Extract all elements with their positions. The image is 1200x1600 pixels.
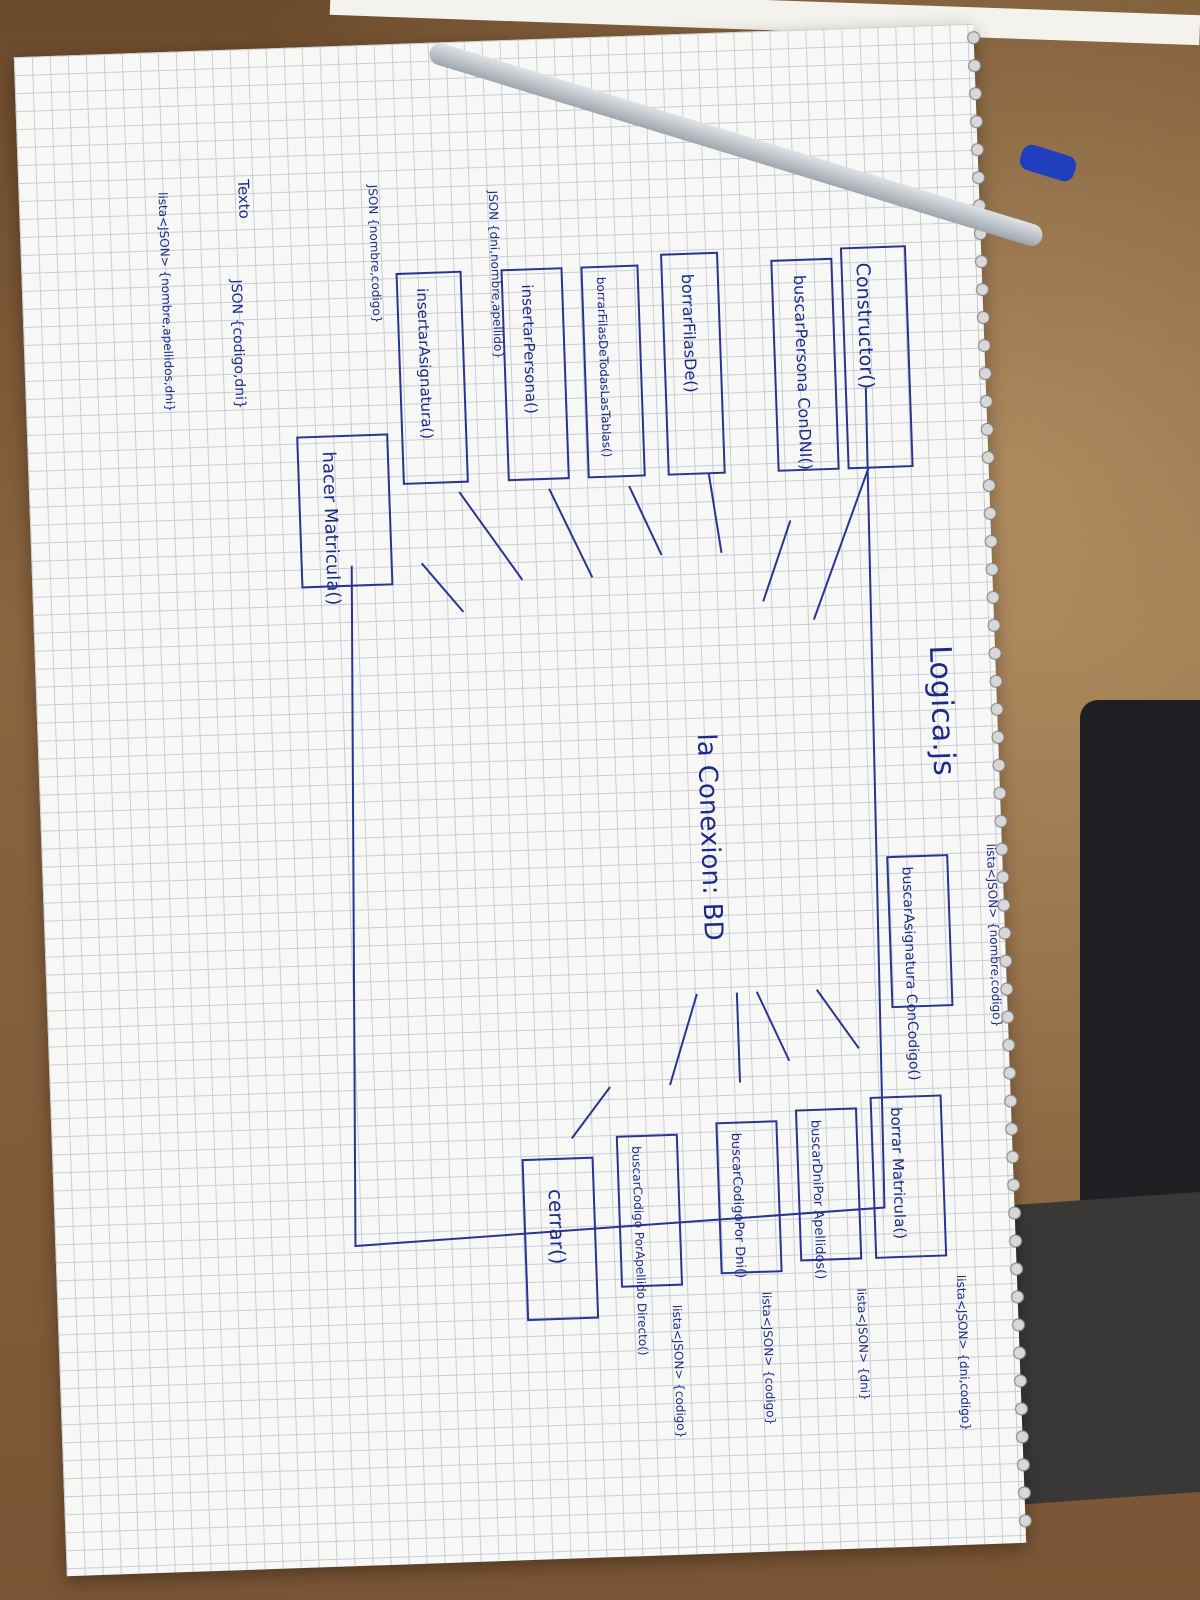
method-label: hacer Matricula() (318, 451, 344, 606)
method-label: insertarAsignatura() (413, 288, 436, 440)
diagram-canvas: Logica.js la Conexion: BD Constructor() … (14, 24, 1026, 1577)
method-label: cerrar() (544, 1189, 571, 1265)
method-label: borrarFilasDe() (678, 274, 701, 394)
method-box-insertar-asignatura (395, 270, 469, 485)
output-label: lista<JSON> {nombre,codigo} (984, 843, 1004, 1027)
method-box-borrar-filas (660, 251, 726, 476)
method-box-buscar-codigo-apellido (615, 1133, 684, 1288)
left-methods: Constructor() Texto buscarPersona ConDNI… (156, 178, 914, 606)
arrow (812, 467, 870, 620)
method-label: buscarPersona ConDNI() (790, 275, 816, 471)
method-box-constructor (839, 245, 914, 470)
method-label: buscarAsignatura ConCodigo() (899, 866, 922, 1080)
arrow (571, 1086, 611, 1139)
method-box-borrar-matricula (869, 1094, 948, 1259)
method-box-hacer-matricula (296, 433, 394, 589)
output-label: lista<JSON> {codigo} (670, 1305, 689, 1439)
method-label: buscarCodigoPor Dni() (728, 1132, 748, 1278)
arrow (762, 520, 792, 602)
diagram-title: Logica.js (922, 645, 962, 776)
arrow (458, 491, 524, 581)
arrow (420, 562, 465, 613)
monitor-edge (1080, 700, 1200, 1240)
output-label: lista<JSON> {codigo} (759, 1291, 778, 1425)
connection-frame (350, 387, 886, 1248)
method-label: insertarPersona() (518, 284, 541, 414)
arrow (707, 473, 723, 553)
center-label: la Conexion: BD (691, 733, 728, 941)
arrow (548, 488, 594, 578)
output-label: lista<JSON> {nombre,apellidos,dni} (156, 192, 178, 412)
method-box-buscar-persona (770, 257, 840, 472)
method-box-buscar-codigo-dni (715, 1120, 783, 1275)
input-label: Texto (234, 178, 253, 219)
method-label: buscarDniPor Apellidos() (807, 1120, 828, 1280)
method-box-borrar-tablas (580, 264, 646, 479)
method-box-cerrar (521, 1156, 600, 1322)
method-label: borrarFilasDeTodasLasTablas() (594, 277, 614, 458)
diagram-svg: Logica.js la Conexion: BD Constructor() … (156, 178, 1005, 1439)
input-label: JSON {codigo,dni} (228, 278, 249, 409)
arrow (628, 485, 663, 556)
arrow (735, 992, 741, 1083)
arrow (815, 989, 860, 1049)
input-label: JSON {dni,nombre,apellido} (486, 189, 506, 359)
right-methods: buscarAsignatura ConCodigo() lista<JSON>… (521, 843, 1004, 1439)
method-box-buscar-asignatura (886, 854, 954, 1009)
output-label: lista<JSON> {dni} (854, 1288, 872, 1401)
method-box-buscar-dni (794, 1107, 863, 1262)
method-label: borrar Matricula() (887, 1107, 910, 1240)
arrow (669, 993, 698, 1086)
input-label: JSON {nombre,codigo} (365, 184, 384, 324)
arrow (755, 991, 791, 1062)
method-label: buscarCodigo PorApellido Directo() (629, 1146, 650, 1356)
method-label: Constructor() (851, 262, 877, 389)
method-box-insertar-persona (500, 267, 570, 482)
arrows-left (420, 467, 870, 620)
arrows-right (571, 989, 860, 1139)
output-label: lista<JSON> {dni,codigo} (954, 1275, 973, 1431)
